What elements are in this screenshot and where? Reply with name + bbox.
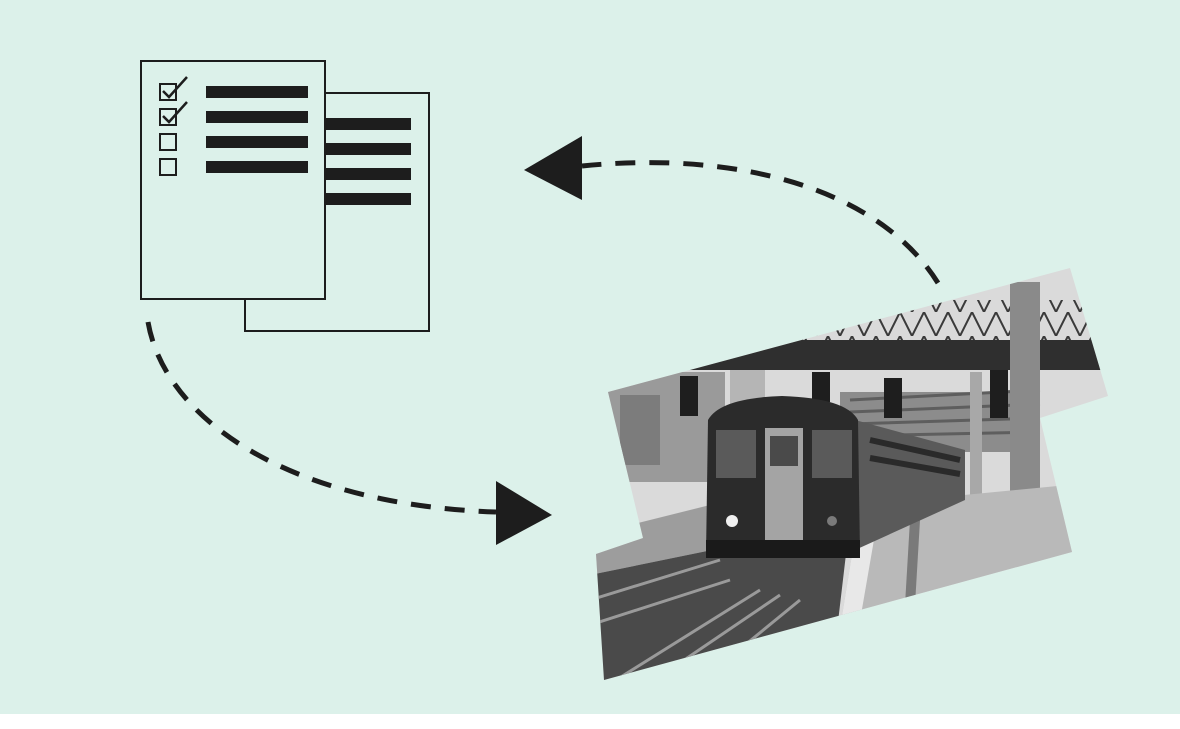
- photo-train-window: [716, 430, 756, 478]
- photo-left-platform: [596, 505, 712, 575]
- checkmark-icon: [162, 76, 188, 99]
- checklist-line: [206, 136, 308, 148]
- photo-pillar: [1010, 282, 1040, 522]
- checklist-line: [206, 86, 308, 98]
- photo-signal: [990, 370, 1008, 418]
- photo-building: [620, 395, 660, 465]
- checkmark-icon: [162, 101, 188, 124]
- photo-train-door-window: [770, 436, 798, 466]
- checklist-items: [159, 76, 308, 176]
- back-document-line: [325, 118, 411, 130]
- empty-box-icon: [159, 133, 177, 151]
- empty-box-icon: [159, 158, 177, 176]
- back-document-line: [325, 193, 411, 205]
- arrow-to-photo-head: [496, 481, 552, 545]
- checklist-row: [159, 158, 308, 176]
- photo-train-headlight: [827, 516, 837, 526]
- back-document-lines: [325, 118, 411, 205]
- checked-box-icon: [159, 83, 177, 101]
- back-document-line: [325, 168, 411, 180]
- checklist-row: [159, 101, 308, 126]
- diagram-svg: [0, 0, 1180, 714]
- arrow-to-photo-line: [145, 321, 497, 515]
- checklist-row: [159, 76, 308, 101]
- photo-rails: [596, 558, 801, 680]
- checked-box-icon: [159, 108, 177, 126]
- arrow-to-document-head: [524, 136, 582, 200]
- photo-train-bumper: [706, 540, 860, 558]
- back-document-line: [325, 143, 411, 155]
- photo-pillar: [970, 372, 982, 502]
- photo-train-window: [812, 430, 852, 478]
- photo-train-windows: [869, 437, 961, 477]
- photo-signal: [884, 378, 902, 418]
- checklist-line: [206, 161, 308, 173]
- photo-signal: [812, 372, 830, 402]
- photo-signal: [680, 376, 698, 416]
- checklist-line: [206, 111, 308, 123]
- diagram-canvas: [0, 0, 1180, 714]
- photo-train-headlight: [726, 515, 738, 527]
- photo-canopy-ridges: [849, 388, 1041, 438]
- checklist-document-icon: [140, 60, 326, 300]
- checklist-row: [159, 133, 308, 151]
- arrow-to-document-line: [581, 160, 941, 285]
